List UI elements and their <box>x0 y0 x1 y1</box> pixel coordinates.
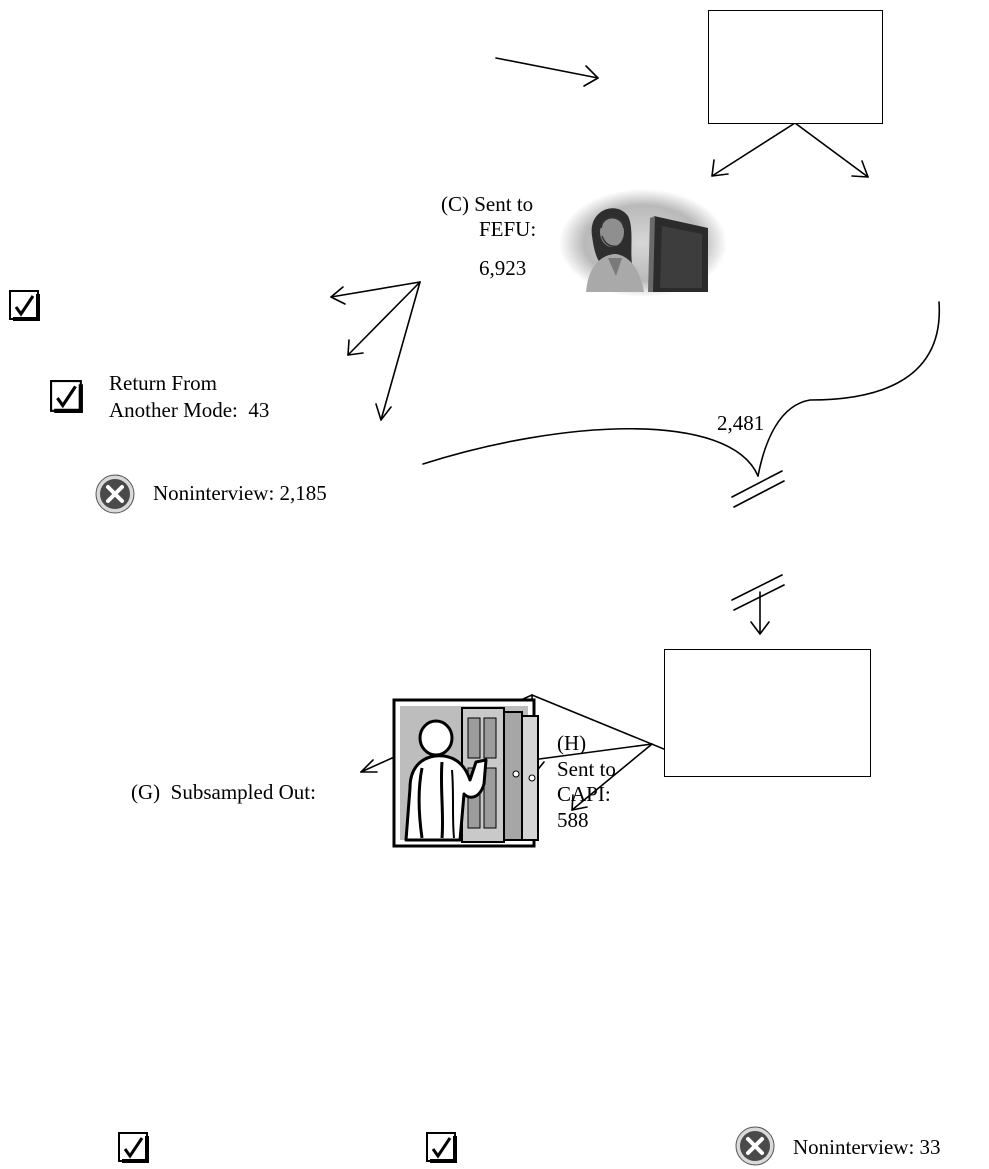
top-process-box <box>708 10 883 124</box>
fefu-label-line3: 6,923 <box>479 256 526 281</box>
noninterview-top-label: Noninterview: 2,185 <box>153 481 327 506</box>
checkbox-checked-icon <box>9 290 41 322</box>
subsampled-out-label: (G) Subsampled Out: <box>131 780 316 805</box>
arrow-top-box-right <box>795 123 868 177</box>
checkbox-checked-icon <box>426 1132 458 1164</box>
arrow-top-box-left <box>712 123 795 176</box>
count-2481-label: 2,481 <box>717 411 764 436</box>
return-from-label-line1: Return From <box>109 371 217 396</box>
capi-label-line3: CAPI: <box>557 782 611 807</box>
fefu-label-line1: (C) Sent to <box>441 192 533 217</box>
return-from-label-line2: Another Mode: 43 <box>109 398 269 423</box>
x-circle-icon <box>735 1126 775 1166</box>
checkbox-checked-icon <box>50 380 84 414</box>
curve-left-to-break <box>423 429 758 476</box>
capi-label-line1: (H) <box>557 731 586 756</box>
noninterview-bottom-label: Noninterview: 33 <box>793 1135 941 1160</box>
x-circle-icon <box>95 474 135 514</box>
telephone-interviewer-image <box>558 188 728 298</box>
curve-right-to-break <box>758 302 939 476</box>
arrow-into-top-box <box>496 58 598 78</box>
capi-label-line4: 588 <box>557 808 589 833</box>
fefu-label-line2: FEFU: <box>479 217 536 242</box>
door-knocking-interviewer-image <box>392 698 548 850</box>
capi-label-line2: Sent to <box>557 757 616 782</box>
checkbox-checked-icon <box>118 1132 150 1164</box>
bottom-process-box <box>664 649 871 777</box>
